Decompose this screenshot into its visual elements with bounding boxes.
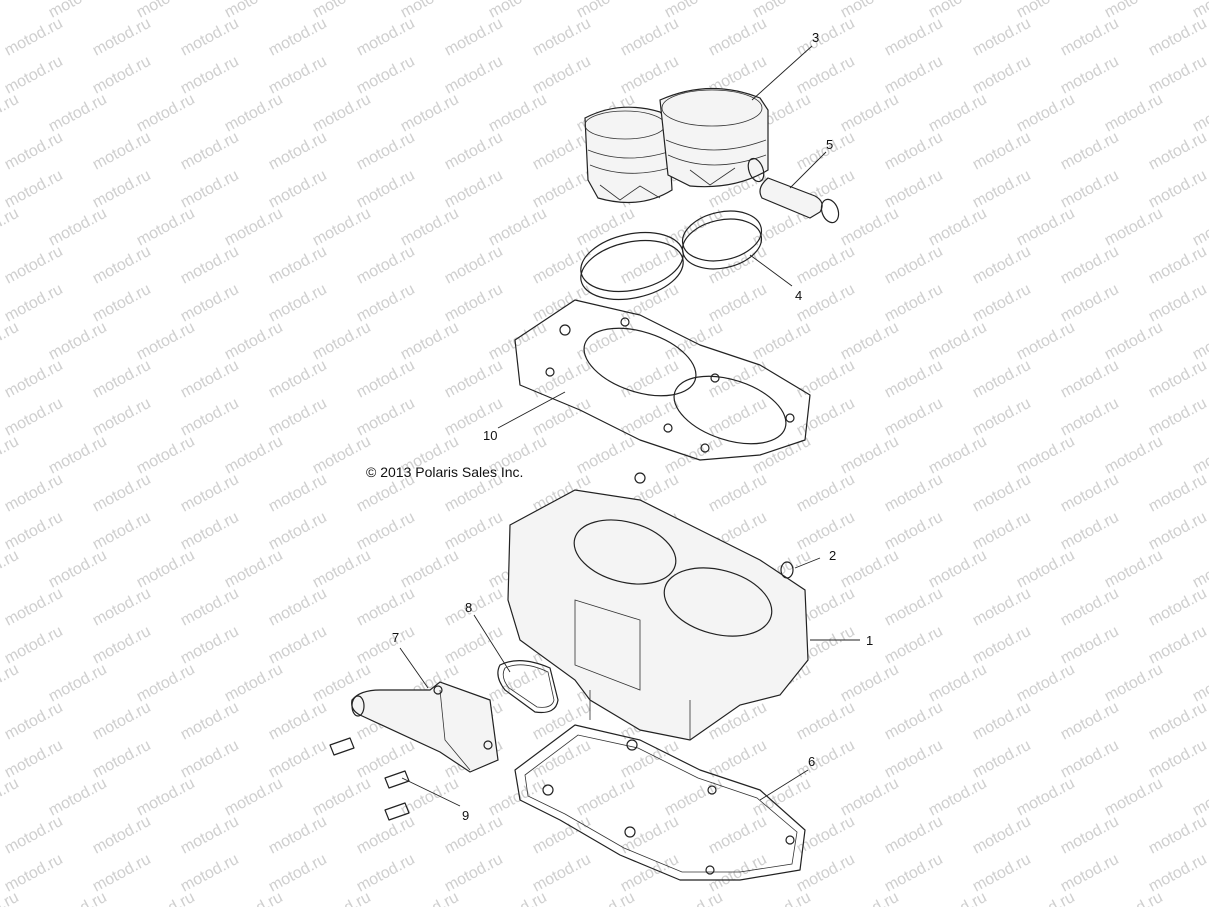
callout-3: 3 xyxy=(812,30,819,45)
callout-10: 10 xyxy=(483,428,497,443)
water-outlet-elbow xyxy=(351,681,499,773)
dowel-pin xyxy=(780,561,794,579)
callout-1: 1 xyxy=(866,633,873,648)
callout-2: 2 xyxy=(829,548,836,563)
callout-6: 6 xyxy=(808,754,815,769)
piston-rings xyxy=(580,210,763,301)
leader-lines xyxy=(399,45,860,807)
callout-9: 9 xyxy=(462,808,469,823)
piston-left xyxy=(584,106,673,204)
screws xyxy=(329,737,410,821)
callout-numbers: 1 2 3 4 5 6 7 8 9 10 xyxy=(392,30,873,823)
callout-8: 8 xyxy=(465,600,472,615)
o-ring-seal xyxy=(497,660,559,714)
cylinder-base-gasket xyxy=(514,724,806,881)
watermark-text: motod.ru xyxy=(1190,0,1209,22)
callout-4: 4 xyxy=(795,288,802,303)
callout-7: 7 xyxy=(392,630,399,645)
piston-right xyxy=(659,87,769,188)
cylinder-block xyxy=(507,472,809,741)
callout-5: 5 xyxy=(826,137,833,152)
copyright-text: © 2013 Polaris Sales Inc. xyxy=(366,464,523,480)
piston-pin-assembly xyxy=(747,157,840,224)
head-gasket xyxy=(514,299,811,461)
